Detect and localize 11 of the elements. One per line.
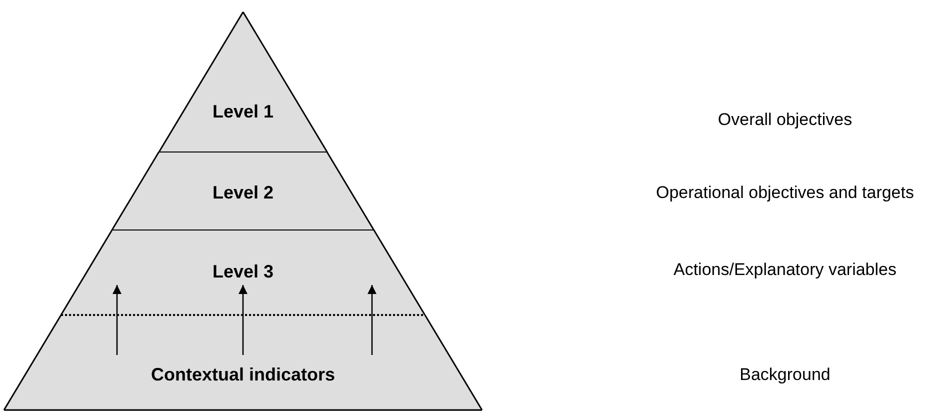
arrow [112,285,122,355]
tier-label: Level 2 [212,182,274,204]
tier-label: Level 1 [212,102,274,122]
tier-description: Operational objectives and targets [656,183,914,203]
tier-label: Level 3 [212,262,274,282]
arrow [368,285,376,355]
tier-description: Actions/Explanatory variables [674,260,896,280]
arrow [238,285,248,355]
tier-label: Contextual indicators [150,364,336,386]
tier-description: Background [740,365,830,385]
tier-description: Overall objectives [718,110,852,130]
